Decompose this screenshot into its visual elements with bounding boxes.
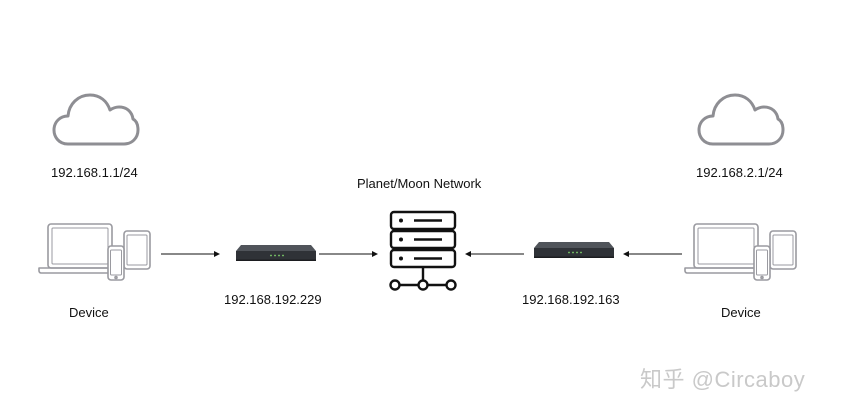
router-icon-left (235, 243, 317, 263)
subnet-label-right: 192.168.2.1/24 (696, 165, 783, 180)
server-icon (384, 209, 462, 295)
cloud-icon-left (52, 90, 140, 148)
arrow-icon-left-2 (319, 249, 379, 259)
arrow-icon-left-1 (161, 249, 221, 259)
arrow-icon-right-1 (622, 249, 682, 259)
device-label-right: Device (721, 305, 761, 320)
subnet-label-left: 192.168.1.1/24 (51, 165, 138, 180)
device-label-left: Device (69, 305, 109, 320)
devices-icon-left (38, 222, 154, 282)
router-icon-right (533, 240, 615, 260)
watermark: 知乎 @Circaboy (640, 367, 806, 392)
gateway-ip-right: 192.168.192.163 (522, 292, 620, 307)
devices-icon-right (684, 222, 800, 282)
arrow-icon-right-2 (464, 249, 524, 259)
network-title: Planet/Moon Network (357, 176, 482, 191)
cloud-icon-right (697, 90, 785, 148)
gateway-ip-left: 192.168.192.229 (224, 292, 322, 307)
